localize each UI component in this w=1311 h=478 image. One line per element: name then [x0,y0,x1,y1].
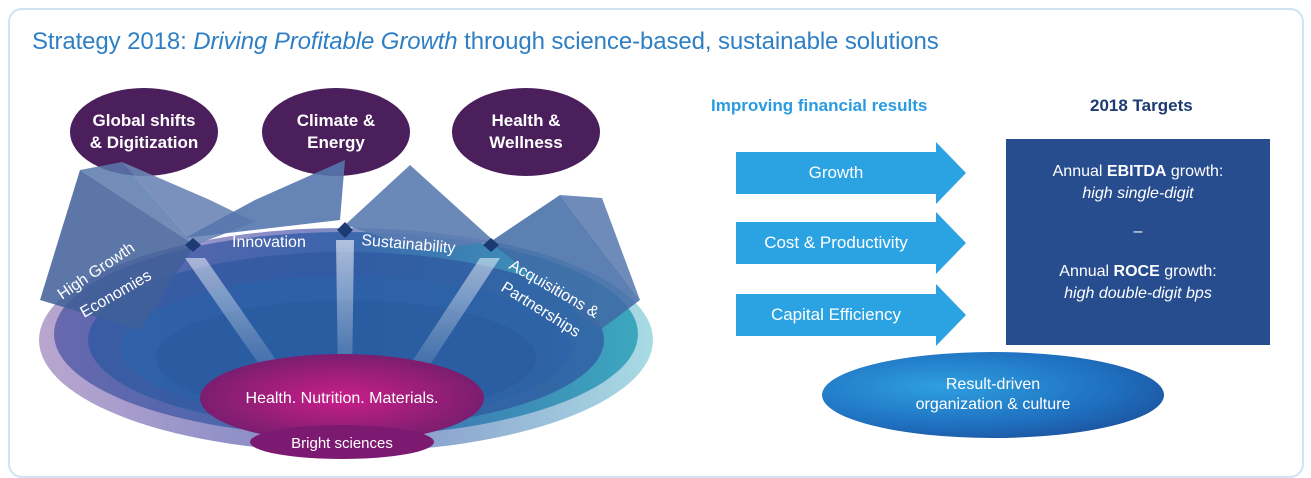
target-ebitda-line: Annual EBITDA growth: [1052,163,1224,180]
pillar-panel-sustainability [345,165,495,250]
megatrend-climate-energy: Climate & Energy [262,88,410,176]
arrow-capital-efficiency: Capital Efficiency [736,284,966,346]
targets-box: Annual EBITDA growth: high single-digit … [1006,139,1270,345]
financial-header: Improving financial results [711,96,928,115]
bowl-core [200,354,484,442]
light-beam [185,258,290,380]
target-roce-value: high double-digit bps [1064,285,1212,302]
light-beam [400,258,500,380]
megatrend-global-shifts: Global shifts & Digitization [70,88,218,176]
megatrend-health-wellness: Health & Wellness [452,88,600,176]
pillar-panel-high-growth [80,162,195,245]
ridge-marker [483,238,499,252]
light-beam [336,240,354,380]
slide-title: Strategy 2018: Driving Profitable Growth… [32,28,939,55]
pillar-panel-acquisitions [490,195,640,330]
strategy-bowl-diagram: High Growth Economies Innovation Sustain… [39,160,653,459]
culture-line-2: organization & culture [915,396,1071,413]
core-label: Health. Nutrition. Materials. [246,390,439,407]
pillar-panel-high-growth [40,170,195,330]
target-roce-line: Annual ROCE growth: [1059,263,1217,280]
target-ebitda-value: high single-digit [1082,185,1194,202]
pillar-panel-innovation [185,160,345,238]
pillar-label-innovation: Innovation [232,234,306,251]
arrow-cost-productivity: Cost & Productivity [736,212,966,274]
culture-line-1: Result-driven [945,376,1041,393]
culture-oval: Result-driven organization & culture [822,352,1164,438]
targets-header: 2018 Targets [1090,96,1193,115]
base-label: Bright sciences [291,435,393,452]
bowl-base [250,425,434,459]
ridge-marker [185,238,201,252]
ridge-marker [337,222,353,238]
arrow-growth: Growth [736,142,966,204]
pillar-panel-acquisitions [560,195,640,300]
target-separator: – [1133,223,1143,240]
